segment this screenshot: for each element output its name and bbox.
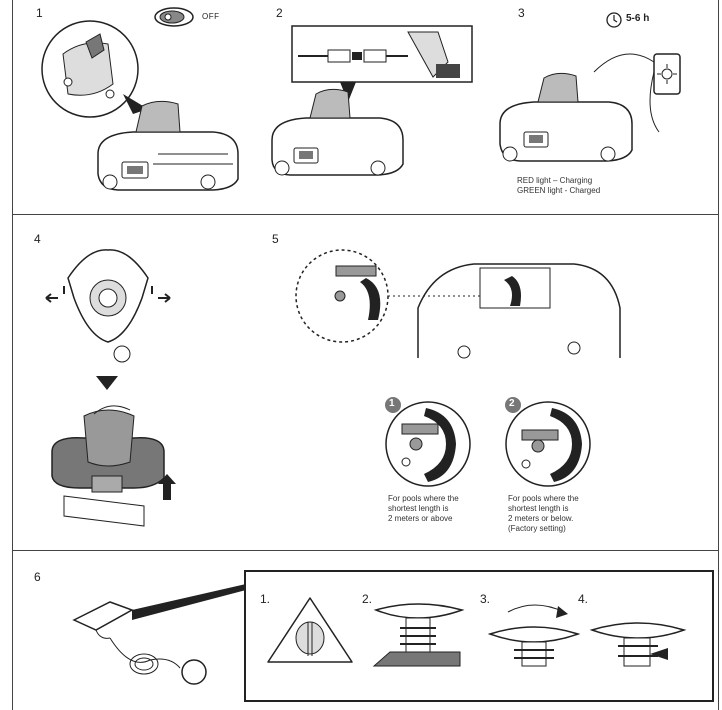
option-1-line-2: shortest length is <box>388 504 449 513</box>
charge-time-label: 5-6 h <box>626 13 650 24</box>
option-2-badge-icon <box>505 397 521 413</box>
step-2-number: 2 <box>276 6 283 20</box>
right-border <box>718 0 719 710</box>
robot-step1-illustration <box>41 20 239 191</box>
robot-step3-charging-illustration <box>499 53 681 162</box>
step-6-sub-3-illustration <box>487 604 581 667</box>
step-4-number: 4 <box>34 232 41 246</box>
step-6-sub-4-label: 4. <box>578 592 589 606</box>
step-5-number: 5 <box>272 232 279 246</box>
step-6-sub-3-label: 3. <box>480 592 491 606</box>
red-light-caption: RED light – Charging <box>517 176 593 185</box>
robot-step4-filter-illustration <box>51 405 165 527</box>
option-2-line-1: For pools where the <box>508 494 579 503</box>
option-1-badge-number: 1 <box>389 398 395 409</box>
step-6-sub-4-illustration <box>589 622 687 667</box>
option-1-line-3: 2 meters or above <box>388 514 453 523</box>
robot-step4-top-illustration <box>45 249 171 363</box>
step-6-number: 6 <box>34 570 41 584</box>
left-border <box>12 0 13 710</box>
clock-icon <box>606 12 622 28</box>
option-1-wheel-detail <box>385 401 471 487</box>
off-label: OFF <box>202 12 220 21</box>
step-6-sub-1-label: 1. <box>260 592 271 606</box>
robot-step5-underside-illustration <box>295 249 621 359</box>
step-1-number: 1 <box>36 6 43 20</box>
robot-step2-illustration <box>271 25 473 176</box>
option-1-badge-icon <box>385 397 401 413</box>
up-arrow-icon <box>158 474 176 500</box>
divider-2 <box>12 550 718 551</box>
option-2-line-2: shortest length is <box>508 504 569 513</box>
step-6-sub-2-illustration <box>372 603 465 667</box>
step-6-sub-2-label: 2. <box>362 592 373 606</box>
option-2-line-4: (Factory setting) <box>508 524 566 533</box>
option-2-line-3: 2 meters or below. <box>508 514 574 523</box>
divider-1 <box>12 214 718 215</box>
option-2-wheel-detail <box>505 401 591 487</box>
down-arrow-icon <box>96 376 118 390</box>
step-3-number: 3 <box>518 6 525 20</box>
power-switch-icon <box>154 7 194 27</box>
green-light-caption: GREEN light - Charged <box>517 186 601 195</box>
option-2-badge-number: 2 <box>509 398 515 409</box>
step-6-detail-box <box>244 570 714 702</box>
option-1-line-1: For pools where the <box>388 494 459 503</box>
cord-caddy-illustration <box>72 584 246 685</box>
step-6-sub-1-illustration <box>267 597 353 663</box>
